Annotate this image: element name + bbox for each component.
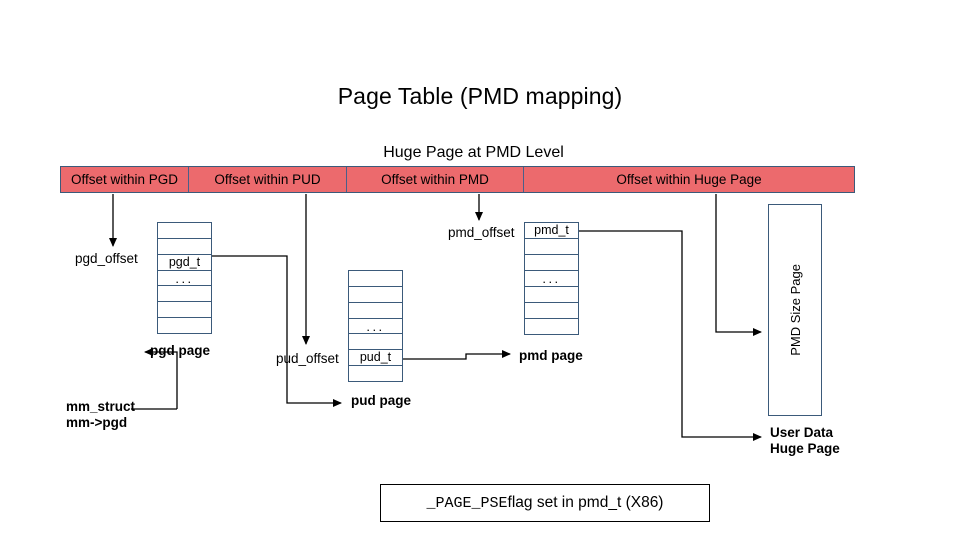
page-title: Page Table (PMD mapping) <box>337 83 623 109</box>
pmd-table-row <box>525 287 578 303</box>
pud-table-row <box>349 271 402 287</box>
pud-table-row-pud-t: pud_t <box>349 350 402 367</box>
huge-page-caption: Huge Page at PMD Level <box>383 144 564 161</box>
page-pse-mono-text: _PAGE_PSE <box>426 494 508 512</box>
user-data-huge-page-label: User Data Huge Page <box>770 425 840 457</box>
pmd-table-row <box>525 239 578 255</box>
bitfield-cell-huge-page: Offset within Huge Page <box>616 172 762 187</box>
page-pse-sans-text: flag set in pmd_t (X86) <box>507 494 664 511</box>
pud-offset-label: pud_offset <box>276 351 339 366</box>
bitfield-cell-pmd: Offset within PMD <box>347 167 524 192</box>
pmd-table-row <box>525 255 578 271</box>
pmd-table: pmd_t ... <box>524 222 579 335</box>
pmd-size-page-box: PMD Size Page <box>768 204 822 416</box>
pmd-page-label: pmd page <box>519 348 583 363</box>
pmd-offset-label: pmd_offset <box>448 225 515 240</box>
pud-page-label: pud page <box>351 393 411 408</box>
pgd-table-row <box>158 286 211 303</box>
pgd-table-row <box>158 239 211 255</box>
mm-struct-label: mm_struct mm->pgd <box>66 399 135 431</box>
pgd-page-label: pgd page <box>150 343 210 358</box>
wire-pud-t-to-pmd-page <box>403 350 511 360</box>
pgd-table: pgd_t ... <box>157 222 212 334</box>
pmd-table-row <box>525 319 578 334</box>
pud-table-row-ellipsis: ... <box>349 319 402 335</box>
virtual-address-bitfield: Offset within PGD Offset within PUD Offs… <box>60 166 855 193</box>
pgd-table-row-pgd-t: pgd_t <box>158 255 211 271</box>
ellipsis-icon: ... <box>542 271 561 286</box>
mm-struct-line1: mm_struct <box>66 399 136 414</box>
ellipsis-icon: ... <box>175 270 194 286</box>
wire-pgd-t-to-pud-page <box>212 255 342 407</box>
pgd-table-row <box>158 302 211 319</box>
wire-huge-offset-to-pmd-size-page <box>715 194 762 336</box>
pmd-size-page-label: PMD Size Page <box>787 264 803 356</box>
pgd-table-row <box>158 223 211 239</box>
mm-struct-line2: mm->pgd <box>66 415 128 430</box>
pgd-table-row <box>158 318 211 333</box>
user-data-line2: Huge Page <box>770 441 840 456</box>
user-data-line1: User Data <box>770 425 834 440</box>
ellipsis-icon: ... <box>366 318 385 334</box>
pmd-table-row-pmd-t: pmd_t <box>525 223 578 239</box>
pud-table-row <box>349 303 402 319</box>
pmd-table-row <box>525 303 578 319</box>
pmd-table-row-ellipsis: ... <box>525 271 578 287</box>
pud-table-row <box>349 287 402 303</box>
page-pse-note-box: _PAGE_PSE flag set in pmd_t (X86) <box>380 484 710 522</box>
pgd-offset-label: pgd_offset <box>75 251 138 266</box>
bitfield-cell-pud: Offset within PUD <box>189 167 347 192</box>
wire-mm-struct-to-pgd-page <box>144 348 178 409</box>
wire-pmd-t-to-user-data <box>579 230 762 441</box>
pud-table-row <box>349 366 402 381</box>
pud-table: ... pud_t <box>348 270 403 382</box>
pud-table-row <box>349 334 402 351</box>
bitfield-cell-pgd: Offset within PGD <box>61 167 189 192</box>
pgd-table-row-ellipsis: ... <box>158 271 211 287</box>
